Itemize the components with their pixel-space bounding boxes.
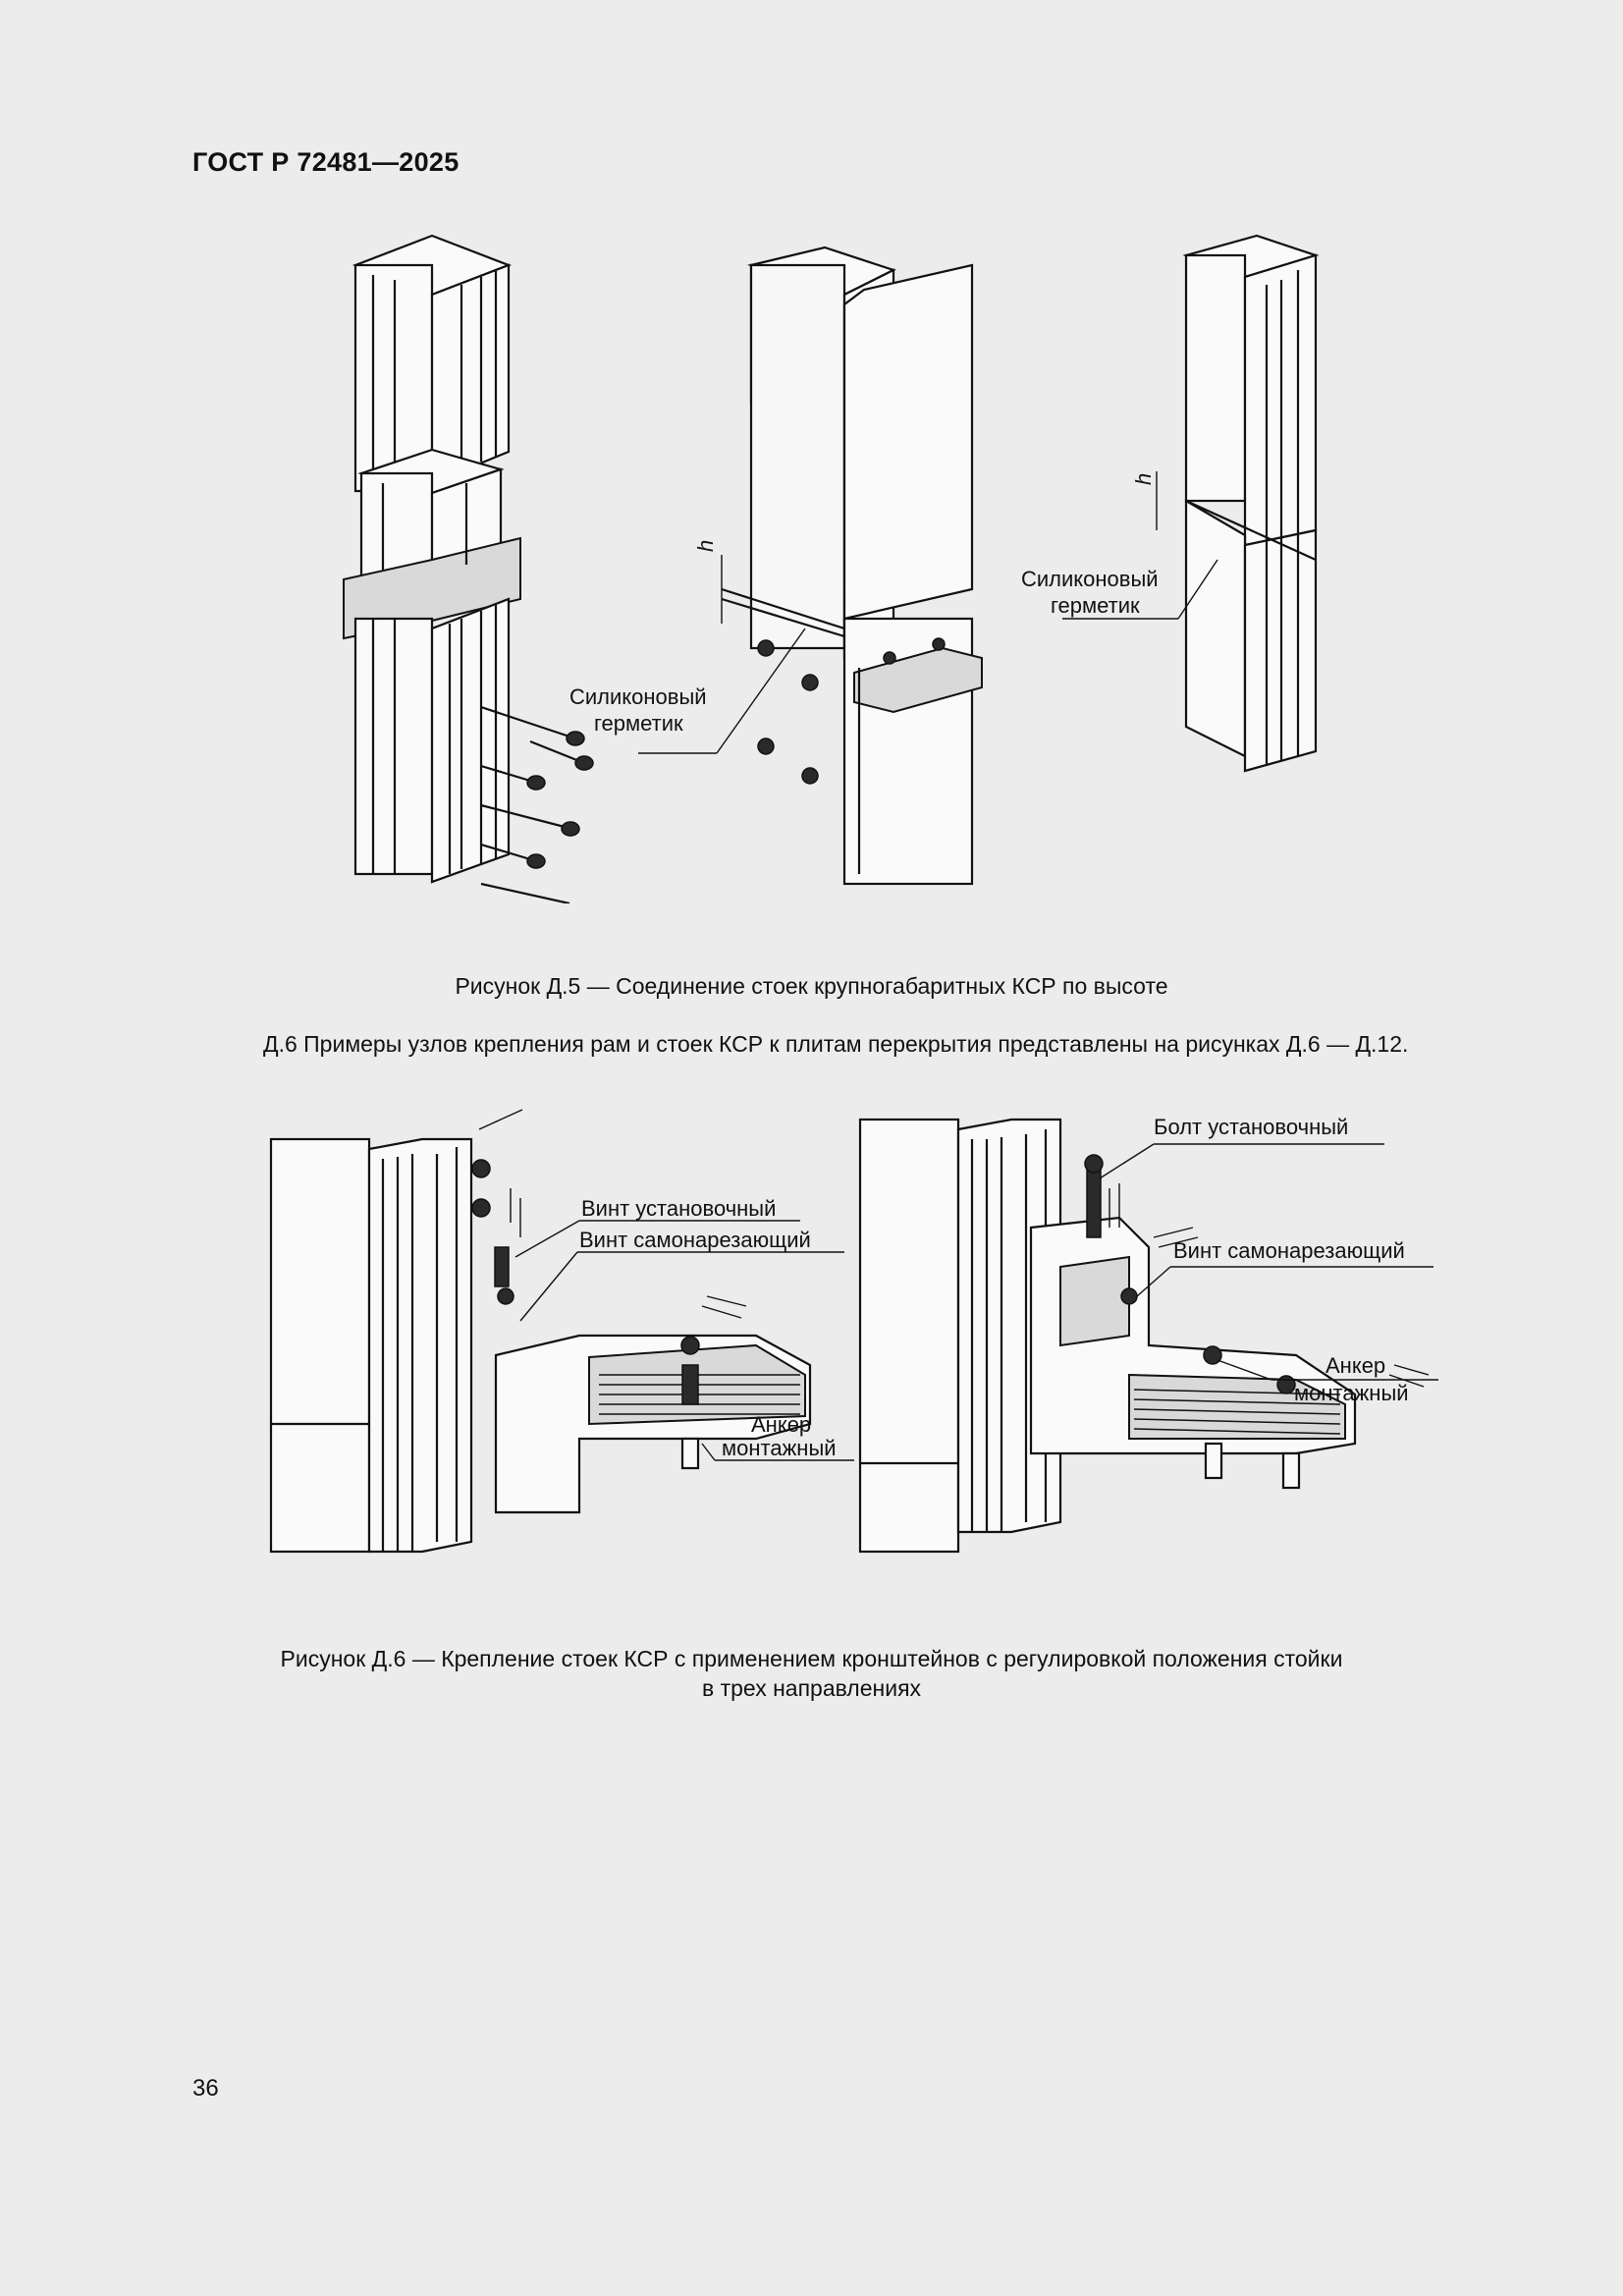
dimension-h-label-1: h bbox=[693, 540, 718, 552]
document-code-header: ГОСТ Р 72481—2025 bbox=[192, 147, 460, 177]
bracket-assembly-left: Винт установочный Винт самонарезающий Ан… bbox=[269, 1109, 854, 1554]
column-joint-exploded bbox=[343, 234, 594, 903]
section-d6-paragraph: Д.6 Примеры узлов крепления рам и стоек … bbox=[263, 1031, 1409, 1057]
figure-d6-caption-line2: в трех направлениях bbox=[701, 1675, 922, 1701]
sealant-label-2-line2: герметик bbox=[1051, 593, 1140, 618]
serrated-plate-right bbox=[1133, 1389, 1341, 1435]
self-tapping-screws bbox=[480, 705, 594, 903]
figure-d6-drawing: Винт установочный Винт самонарезающий Ан… bbox=[269, 1109, 1438, 1554]
right-anchor-label-line1: Анкер bbox=[1325, 1353, 1385, 1378]
dimension-h-label-2: h bbox=[1131, 473, 1156, 485]
right-self-tapping-label: Винт самонарезающий bbox=[1173, 1238, 1405, 1263]
left-set-screw-label: Винт установочный bbox=[581, 1196, 776, 1221]
sealant-label-1-line1: Силиконовый bbox=[569, 684, 707, 709]
column-joint-right: h Силиконовый герметик bbox=[1021, 234, 1320, 773]
page-number: 36 bbox=[192, 2075, 219, 2102]
figure-d6: Винт установочный Винт самонарезающий Ан… bbox=[265, 1100, 1463, 1591]
left-self-tapping-label: Винт самонарезающий bbox=[579, 1228, 811, 1252]
figure-d5: h Силиконовый герметик h bbox=[334, 226, 1394, 903]
bracket-assembly-right: Болт установочный Винт самонарезающий Ан… bbox=[858, 1115, 1438, 1554]
left-anchor-label-line2: монтажный bbox=[722, 1436, 837, 1460]
figure-d5-caption: Рисунок Д.5 — Соединение стоек крупногаб… bbox=[455, 973, 1168, 999]
sealant-label-2-line1: Силиконовый bbox=[1021, 567, 1159, 591]
column-joint-middle: h Силиконовый герметик bbox=[569, 246, 983, 886]
left-anchor-label-line1: Анкер bbox=[751, 1412, 811, 1437]
serrated-plate-left bbox=[599, 1374, 800, 1415]
figure-d6-caption-line1: Рисунок Д.6 — Крепление стоек КСР с прим… bbox=[280, 1646, 1343, 1671]
right-anchor-label-line2: монтажный bbox=[1294, 1381, 1409, 1405]
figure-d5-drawing: h Силиконовый герметик h bbox=[343, 234, 1320, 903]
sealant-label-1-line2: герметик bbox=[594, 711, 683, 736]
right-set-bolt-label: Болт установочный bbox=[1154, 1115, 1348, 1139]
